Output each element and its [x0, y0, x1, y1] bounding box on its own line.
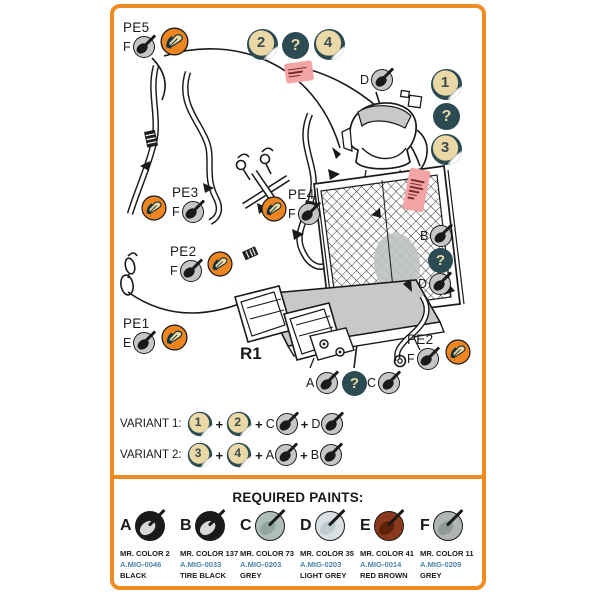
paintbrush-icon	[134, 511, 165, 541]
paintbrush-icon	[275, 444, 298, 466]
decal-circle: 2	[226, 411, 252, 437]
decal-circle-4: 4	[313, 28, 346, 61]
pe-callout-pe3: PE3 F	[172, 185, 204, 223]
paint-color-name: LIGHT GREY	[300, 571, 347, 580]
paintbrush-icon	[378, 372, 401, 394]
paint-callout-c: C	[367, 372, 401, 394]
variant-2-row: VARIANT 2: 3 + 4 + A + B	[120, 442, 343, 468]
paint-item-b: B MR. COLOR 137 A.MIG-0033 TIRE BLACK	[180, 511, 240, 581]
paintbrush-icon	[432, 511, 463, 541]
section-divider	[112, 475, 484, 479]
paintbrush-icon	[297, 203, 320, 225]
paint-callout-d-top: D	[360, 69, 394, 91]
paintbrush-icon	[429, 273, 452, 295]
paint-letter: F	[407, 352, 415, 366]
pe-label: PE3	[172, 185, 199, 200]
paintbrush-icon	[194, 511, 225, 541]
pe-fold-icon	[141, 195, 167, 221]
paint-letter: F	[123, 40, 131, 54]
paint-callout-a: A	[306, 372, 339, 394]
question-decal: ?	[282, 32, 309, 59]
pe-callout-pe5: PE5 F	[123, 20, 155, 58]
paint-name: MR. COLOR 11	[420, 549, 474, 558]
paint-item-f: F MR. COLOR 11 A.MIG-0209 GREY	[420, 511, 480, 581]
paint-color-name: RED BROWN	[360, 571, 408, 580]
paintbrush-icon	[254, 511, 285, 541]
question-decal: ?	[428, 248, 453, 273]
paint-mig-code: A.MIG-0014	[360, 560, 402, 569]
paint-mig-code: A.MIG-0046	[120, 560, 162, 569]
paint-item-e: E MR. COLOR 41 A.MIG-0014 RED BROWN	[360, 511, 420, 581]
paintbrush-icon	[316, 372, 339, 394]
decal-circle: 4	[226, 442, 252, 468]
decal-circle-2: 2	[246, 28, 279, 61]
pe-callout-pe2-right: PE2 F	[407, 332, 439, 370]
paintbrush-icon	[181, 201, 204, 223]
paint-item-a: A MR. COLOR 2 A.MIG-0046 BLACK	[120, 511, 180, 581]
paint-letter: F	[288, 207, 296, 221]
pe-fold-icon	[261, 196, 287, 222]
paintbrush-icon	[430, 225, 453, 247]
paintbrush-icon	[133, 332, 156, 354]
variant-1-row: VARIANT 1: 1 + 2 + C + D	[120, 411, 344, 437]
paintbrush-icon	[314, 511, 345, 541]
pe-fold-icon	[207, 251, 233, 277]
paint-mig-code: A.MIG-0209	[420, 560, 462, 569]
pe-fold-icon	[160, 27, 189, 56]
pe-label: PE4	[288, 187, 315, 202]
pe-label: PE5	[123, 20, 150, 35]
paint-color-name: TIRE BLACK	[180, 571, 226, 580]
paintbrush-icon	[320, 444, 343, 466]
pe-callout-pe1: PE1 E	[123, 316, 156, 354]
decal-circle: 3	[187, 442, 213, 468]
paint-name: MR. COLOR 2	[120, 549, 170, 558]
paint-color-name: BLACK	[120, 571, 147, 580]
paintbrush-icon	[321, 413, 344, 435]
decal-circle-1: 1	[430, 68, 463, 101]
paint-letter: E	[123, 336, 132, 350]
paint-color-name: GREY	[420, 571, 442, 580]
paint-name: MR. COLOR 137	[180, 549, 239, 558]
pe-label: PE2	[407, 332, 434, 347]
paint-item-d: D MR. COLOR 35 A.MIG-0203 LIGHT GREY	[300, 511, 360, 581]
stencil-placard-decal	[283, 60, 315, 84]
pe-label: PE1	[123, 316, 150, 331]
paint-mig-code: A.MIG-0203	[300, 560, 342, 569]
pe-fold-icon	[445, 339, 471, 365]
pe-label: PE2	[170, 244, 197, 259]
question-decal: ?	[342, 371, 367, 396]
decal-circle-3: 3	[430, 133, 463, 166]
pe-callout-pe4: PE4 F	[288, 187, 320, 225]
pe-callout-pe2-left: PE2 F	[170, 244, 202, 282]
question-decal: ?	[433, 103, 460, 130]
decal-circle: 1	[187, 411, 213, 437]
paint-name: MR. COLOR 41	[360, 549, 415, 558]
paint-letter: F	[170, 264, 178, 278]
paint-callout-b: B	[420, 225, 453, 247]
paintbrush-icon	[275, 413, 298, 435]
paint-color-name: GREY	[240, 571, 262, 580]
paint-mig-code: A.MIG-0033	[180, 560, 222, 569]
paintbrush-icon	[416, 348, 439, 370]
paintbrush-icon	[179, 260, 202, 282]
pe-fold-icon	[161, 324, 188, 351]
paint-item-c: C MR. COLOR 73 A.MIG-0203 GREY	[240, 511, 300, 581]
part-label-r1: R1	[240, 344, 262, 363]
paint-letter: F	[172, 205, 180, 219]
instruction-sheet-page: PE5 F PE3 F PE4 F PE2 F PE1 E PE2 F 2	[110, 4, 486, 590]
paintbrush-icon	[373, 511, 404, 541]
paint-name: MR. COLOR 35	[300, 549, 355, 558]
paintbrush-icon	[132, 36, 155, 58]
required-paints-list: A MR. COLOR 2 A.MIG-0046 BLACK B MR. COL…	[120, 511, 480, 581]
required-paints-title: REQUIRED PAINTS:	[232, 490, 364, 505]
paintbrush-icon	[371, 69, 394, 91]
paint-name: MR. COLOR 73	[240, 549, 295, 558]
paint-mig-code: A.MIG-0203	[240, 560, 282, 569]
paint-callout-d-right: D	[418, 273, 452, 295]
